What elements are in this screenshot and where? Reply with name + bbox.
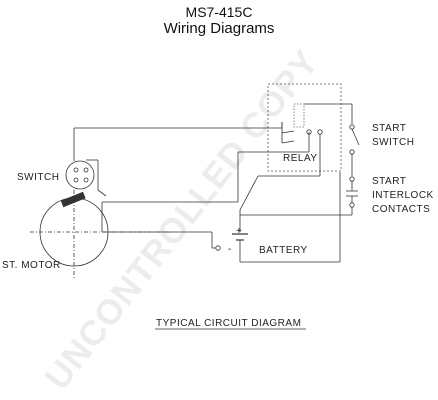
start-switch-label: START — [372, 123, 406, 134]
caption: TYPICAL CIRCUIT DIAGRAM — [156, 318, 301, 329]
switch-terminal — [73, 167, 79, 173]
switch-terminal — [83, 167, 89, 173]
battery-terminal — [215, 245, 221, 251]
start-switch-terminal — [349, 124, 355, 130]
motor-label: ST. MOTOR — [2, 260, 61, 271]
interlock-label: START — [372, 176, 406, 187]
interlock-terminal — [349, 176, 355, 182]
interlock-label: INTERLOCK — [372, 190, 434, 201]
relay-enclosure — [267, 83, 342, 172]
switch-terminal — [83, 177, 89, 183]
relay-terminal — [317, 129, 323, 135]
switch-label: SWITCH — [17, 172, 59, 183]
switch-body — [65, 160, 95, 190]
battery-minus-label: - — [228, 244, 232, 255]
relay-coil — [293, 103, 305, 128]
document-subtitle: Wiring Diagrams — [163, 20, 275, 37]
motor-brush — [60, 191, 86, 208]
start-switch-label: SWITCH — [372, 137, 414, 148]
switch-terminal — [73, 177, 79, 183]
start-switch-blade — [351, 128, 360, 146]
start-switch-terminal — [349, 149, 355, 155]
battery-label: BATTERY — [259, 245, 308, 256]
interlock-terminal — [349, 202, 355, 208]
battery-plus-label: + — [236, 226, 242, 237]
interlock-label: CONTACTS — [372, 204, 430, 215]
relay-label: RELAY — [283, 153, 318, 164]
watermark: UNCONTROLLED COPY — [38, 42, 327, 397]
document-title: MS7-415C — [185, 4, 253, 20]
